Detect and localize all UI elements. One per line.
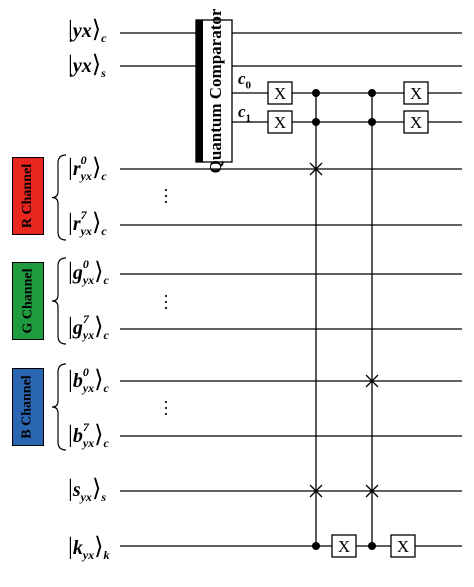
ket-yx-s: |yx⟩s (68, 52, 106, 80)
b-channel-box: B Channel (12, 368, 44, 446)
b-brace (51, 363, 67, 451)
g-channel-box: G Channel (12, 262, 44, 340)
x-gate-c0-b-label: X (410, 84, 422, 103)
ket-yx-c: |yx⟩c (68, 17, 107, 45)
control-dot-6 (368, 542, 376, 550)
r-brace (51, 154, 67, 241)
x-gate-c1-b-box (403, 110, 429, 134)
c0-label: c0 (238, 69, 252, 92)
x-gate-c1-a-box (267, 110, 293, 134)
x-gate-c0-a-label: X (274, 84, 286, 103)
b-ellipsis: ··· (163, 391, 169, 423)
ket-k: |kyx⟩k (68, 534, 110, 562)
x-gate-c1-a-label: X (274, 113, 286, 132)
swap-r0-b (309, 162, 323, 176)
ket-g0: |g0yxyx⟩c (68, 257, 109, 288)
control-dot-1 (312, 89, 320, 97)
control-dot-2 (312, 118, 320, 126)
x-gate-c1-b-label: X (410, 113, 422, 132)
x-gate-c0-b-box (403, 81, 429, 105)
ket-r0: |r0yxyx⟩c (68, 153, 107, 184)
comparator-label: Quantum Comparator (206, 8, 225, 173)
ket-g7: |g7yxyx⟩c (68, 312, 109, 343)
g-brace (51, 257, 67, 345)
x-gate-k-a-box (331, 534, 357, 558)
x-gate-k-b-label: X (397, 537, 409, 556)
x-gate-c0-a-box (267, 81, 293, 105)
swap-b0-b (365, 374, 379, 388)
g-channel-label: G Channel (20, 268, 35, 334)
swap-s-2-b (365, 484, 379, 498)
comparator-bar (196, 20, 203, 162)
r-channel-label: R Channel (20, 163, 35, 229)
ket-b0: |b0yxyx⟩c (68, 365, 109, 396)
c1-label: c1 (238, 102, 252, 125)
x-gate-k-a-label: X (338, 537, 350, 556)
control-dot-3 (368, 89, 376, 97)
ket-s: |syx⟩s (68, 476, 106, 504)
r-ellipsis: ··· (163, 179, 169, 211)
ket-r7: |r7yxyx⟩c (68, 208, 107, 239)
x-gate-k-b-box (390, 534, 416, 558)
control-dot-4 (368, 118, 376, 126)
ket-b7: |b7yxyx⟩c (68, 420, 109, 451)
g-ellipsis: ··· (163, 285, 169, 317)
b-channel-label: B Channel (20, 375, 36, 439)
control-dot-5 (312, 542, 320, 550)
r-channel-box: R Channel (12, 157, 44, 235)
swap-s-1-b (309, 484, 323, 498)
